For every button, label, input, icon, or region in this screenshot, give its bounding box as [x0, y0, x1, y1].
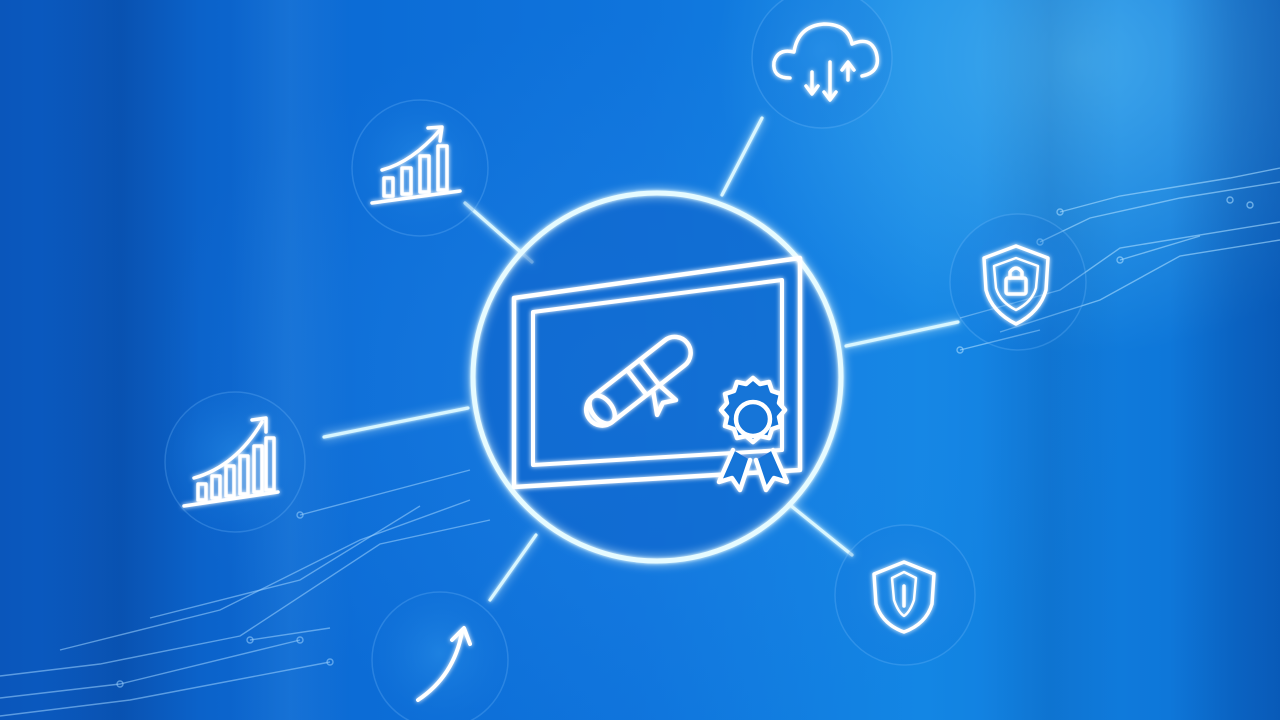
circuit-traces-left	[0, 469, 491, 717]
hub-ring	[470, 190, 844, 564]
shield-check-icon	[872, 560, 936, 634]
award-seal-icon	[716, 375, 790, 493]
growth-arrow-icon	[416, 626, 472, 702]
certificate-diploma-icon	[511, 255, 803, 493]
growth-bar-chart-icon	[182, 416, 280, 508]
diploma-scroll-icon	[583, 334, 693, 428]
shield-lock-icon	[982, 244, 1050, 326]
growth-bar-chart-icon	[370, 125, 462, 205]
cloud-transfer-icon	[772, 22, 880, 102]
connector-beams	[322, 116, 960, 602]
